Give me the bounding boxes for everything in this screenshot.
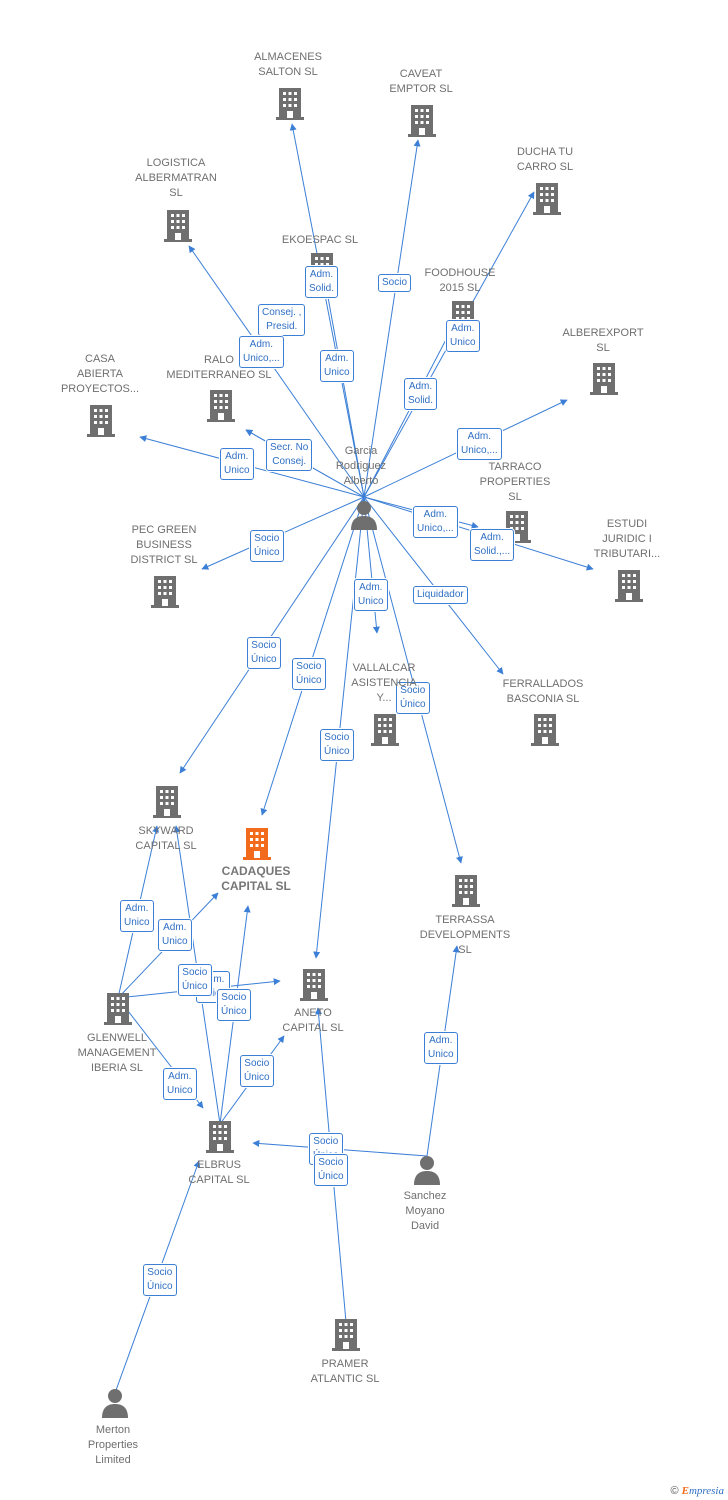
edge-garcia-ekoespac — [323, 285, 365, 498]
copyright-symbol: © — [670, 1485, 679, 1497]
edge-garcia-logistica — [188, 245, 365, 498]
node-label-sanchez[interactable]: Sanchez Moyano David — [403, 1190, 447, 1232]
edge-label[interactable]: Adm. Unico,... — [239, 336, 284, 368]
person-icon-merton[interactable] — [102, 1389, 128, 1418]
building-icon-estudi[interactable] — [615, 570, 643, 602]
edge-label[interactable]: Consej. , Presid. — [258, 304, 306, 336]
building-icon-caveat[interactable] — [408, 105, 436, 137]
building-icon-ralo[interactable] — [207, 390, 235, 422]
node-label-logistica[interactable]: LOGISTICA ALBERMATRAN SL — [135, 157, 217, 199]
edge-label[interactable]: Socio Único — [292, 658, 326, 690]
edge-label[interactable]: Adm. Unico,... — [457, 428, 502, 460]
brand-footer: © Empresia — [670, 1485, 724, 1497]
node-label-terrassa[interactable]: TERRASSA DEVELOPMENTS SL — [419, 914, 511, 956]
edge-garcia-skyward — [179, 496, 365, 774]
node-label-aneto[interactable]: ANETO CAPITAL SL — [282, 1007, 344, 1034]
edge-label[interactable]: Adm. Unico — [120, 900, 154, 932]
building-icon-casa[interactable] — [87, 405, 115, 437]
edge-label[interactable]: Socio Único — [143, 1264, 177, 1296]
building-icon-ferrallados[interactable] — [531, 714, 559, 746]
node-label-foodhouse[interactable]: FOODHOUSE 2015 SL — [424, 267, 496, 294]
edge-label[interactable]: Adm. Unico — [163, 1068, 197, 1100]
edge-label[interactable]: Adm. Unico — [446, 320, 480, 352]
node-label-caveat[interactable]: CAVEAT EMPTOR SL — [389, 68, 453, 95]
node-label-glenwell[interactable]: GLENWELL MANAGEMENT IBERIA SL — [77, 1032, 157, 1074]
building-icon-aneto[interactable] — [300, 969, 328, 1001]
node-label-almacenes[interactable]: ALMACENES SALTON SL — [254, 51, 322, 78]
building-icon-skyward[interactable] — [153, 786, 181, 818]
node-label-vallalcar[interactable]: VALLALCAR ASISTENCIA Y... — [351, 662, 417, 704]
edge-label[interactable]: Socio — [378, 274, 412, 292]
edge-label[interactable]: Socio Único — [240, 1055, 274, 1087]
node-label-ekoespac[interactable]: EKOESPAC SL — [281, 234, 359, 246]
edge-label[interactable]: Socio Único — [396, 682, 430, 714]
building-icon-alberexport[interactable] — [590, 363, 618, 395]
edge-label[interactable]: Adm. Unico — [320, 350, 354, 382]
edge-label[interactable]: Adm. Solid. — [305, 266, 339, 298]
edge-label[interactable]: Adm. Unico — [158, 919, 192, 951]
brand-logo-rest: mpresia — [688, 1485, 724, 1497]
edge-label[interactable]: Liquidador — [413, 586, 468, 604]
edge-label[interactable]: Secr. No Consej. — [266, 439, 313, 471]
edge-label[interactable]: Adm. Unico — [424, 1032, 458, 1064]
edge-label[interactable]: Socio Único — [250, 530, 284, 562]
building-icon-ducha[interactable] — [533, 183, 561, 215]
node-label-ralo[interactable]: RALO MEDITERRANEO SL — [166, 354, 272, 381]
node-label-estudi[interactable]: ESTUDI JURIDIC I TRIBUTARI... — [593, 518, 661, 560]
building-icon-vallalcar[interactable] — [371, 714, 399, 746]
node-label-tarraco[interactable]: TARRACO PROPERTIES SL — [479, 461, 551, 503]
node-label-cadaques[interactable]: CADAQUES CAPITAL SL — [221, 864, 291, 893]
person-icon-sanchez[interactable] — [414, 1156, 440, 1185]
building-icon-cadaques[interactable] — [243, 828, 271, 860]
edge-garcia-aneto — [313, 496, 365, 959]
edge-label[interactable]: Adm. Unico,... — [413, 506, 458, 538]
edge-label[interactable]: Socio Único — [314, 1154, 348, 1186]
node-label-casa[interactable]: CASA ABIERTA PROYECTOS... — [60, 353, 140, 395]
node-label-pec[interactable]: PEC GREEN BUSINESS DISTRICT SL — [130, 524, 198, 566]
node-label-ferrallados[interactable]: FERRALLADOS BASCONIA SL — [502, 678, 584, 705]
edge-label[interactable]: Adm. Unico — [220, 448, 254, 480]
edge-garcia-almacenes — [289, 123, 365, 498]
edge-label[interactable]: Adm. Solid.,... — [470, 529, 515, 561]
edge-label[interactable]: Adm. Unico — [354, 579, 388, 611]
node-label-ducha[interactable]: DUCHA TU CARRO SL — [516, 146, 574, 173]
node-label-merton[interactable]: Merton Properties Limited — [87, 1424, 139, 1466]
node-label-pramer[interactable]: PRAMER ATLANTIC SL — [310, 1358, 380, 1385]
building-icon-pramer[interactable] — [332, 1319, 360, 1351]
building-icon-pec[interactable] — [151, 576, 179, 608]
edge-label[interactable]: Socio Único — [320, 729, 354, 761]
building-icon-almacenes[interactable] — [276, 88, 304, 120]
edge-garcia-ferrallados — [363, 496, 504, 675]
edge-label[interactable]: Socio Único — [247, 637, 281, 669]
edge-garcia-terrassa — [363, 496, 463, 864]
brand-logo-first-letter: E — [681, 1485, 689, 1497]
building-icon-terrassa[interactable] — [452, 875, 480, 907]
node-label-alberexport[interactable]: ALBEREXPORT SL — [562, 327, 644, 354]
person-icon-garcia[interactable] — [351, 501, 377, 530]
building-icon-logistica[interactable] — [164, 210, 192, 242]
building-icon-glenwell[interactable] — [104, 993, 132, 1025]
edge-garcia-cadaques — [260, 496, 365, 816]
node-label-elbrus[interactable]: ELBRUS CAPITAL SL — [188, 1159, 250, 1186]
building-icon-elbrus[interactable] — [206, 1121, 234, 1153]
edge-garcia-caveat — [363, 139, 421, 498]
edge-garcia-foodhouse — [363, 329, 452, 498]
edge-label[interactable]: Socio Único — [217, 989, 251, 1021]
node-label-garcia[interactable]: Garcia Rodriguez Alberto — [335, 445, 387, 487]
node-label-skyward[interactable]: SKYWARD CAPITAL SL — [135, 825, 197, 852]
edge-label[interactable]: Adm. Solid. — [404, 378, 438, 410]
edge-label[interactable]: Socio Único — [178, 964, 212, 996]
